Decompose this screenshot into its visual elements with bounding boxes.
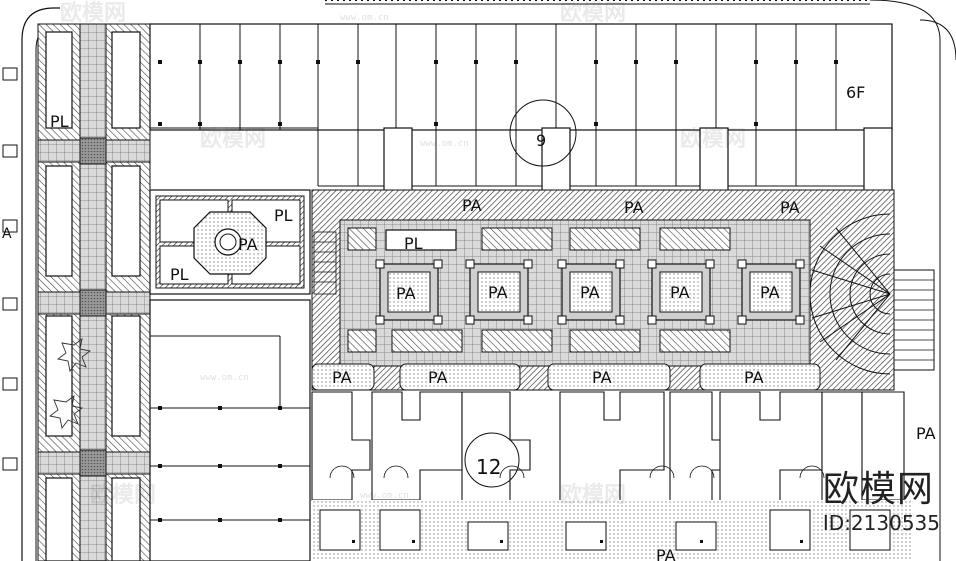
watermark-logo-text: 欧模网 <box>822 469 934 510</box>
watermark-brand: 欧模网 <box>60 0 126 26</box>
watermark-brand: 欧模网 <box>680 126 746 152</box>
watermark-id: ID:2130535 <box>822 511 940 535</box>
label-pa: PA <box>916 424 936 443</box>
watermark-brand: 欧模网 <box>200 126 266 152</box>
label-pl: PL <box>170 265 189 284</box>
label-pa: PA <box>656 546 676 561</box>
watermark-logo: 欧模网 ID:2130535 <box>822 469 940 536</box>
watermark-site: www.om.cn <box>340 13 389 23</box>
label-pa: PA <box>780 198 800 217</box>
watermark-brand: 欧模网 <box>90 482 156 508</box>
label-pa: PA <box>238 235 258 254</box>
label-pa: PA <box>462 196 482 215</box>
watermark-brand: 欧模网 <box>560 0 626 26</box>
label-pl: PL <box>274 206 293 225</box>
watermark-site: www.om.cn <box>420 139 469 149</box>
label-edge: A <box>2 226 12 242</box>
label-pa: PA <box>580 283 600 302</box>
label-pa: PA <box>428 368 448 387</box>
label-pa: PA <box>592 368 612 387</box>
label-pl: PL <box>404 234 423 253</box>
label-pa: PA <box>488 283 508 302</box>
label-floor-count: 6F <box>846 83 865 102</box>
watermark-brand: 欧模网 <box>560 482 626 508</box>
watermark-site: www.om.cn <box>360 491 409 501</box>
label-pa: PA <box>332 368 352 387</box>
label-pa: PA <box>744 368 764 387</box>
watermark: 欧模网 欧模网 欧模网 欧模网 欧模网 欧模网 www.om.cn www.om… <box>60 0 746 508</box>
label-building-number: 9 <box>536 131 546 150</box>
label-pl: PL <box>50 112 69 131</box>
label-pa: PA <box>396 284 416 303</box>
label-pa: PA <box>760 283 780 302</box>
watermark-site: www.om.cn <box>200 373 249 383</box>
label-pa: PA <box>624 198 644 217</box>
label-building-number: 12 <box>476 455 501 479</box>
label-pa: PA <box>670 283 690 302</box>
